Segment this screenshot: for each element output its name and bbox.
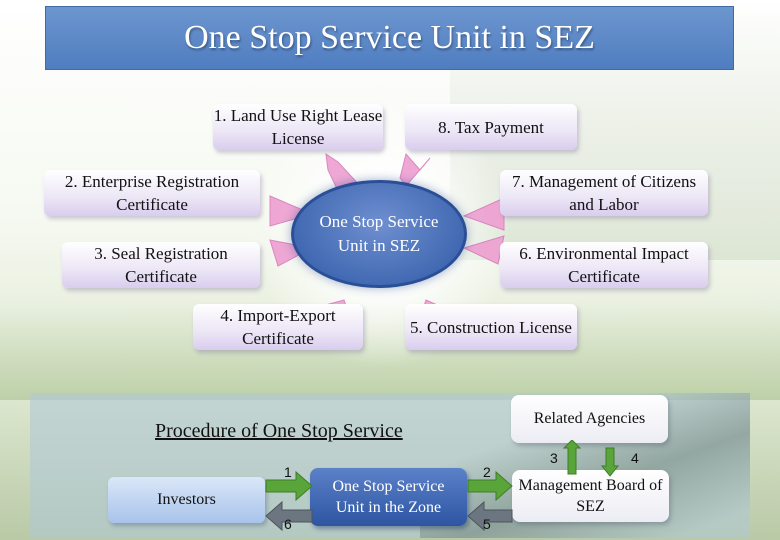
service-6-label: 6. Environmental Impact Certificate <box>519 244 689 286</box>
arrow-to-service-7 <box>462 197 505 231</box>
service-2-box: 2. Enterprise Registration Certificate <box>44 170 260 216</box>
center-label: One Stop Service Unit in SEZ <box>319 212 439 255</box>
step-5-label: 5 <box>483 516 491 532</box>
procedure-arrows <box>265 440 620 532</box>
service-5-label: 5. Construction License <box>410 317 572 337</box>
title-banner: One Stop Service Unit in SEZ <box>45 6 734 70</box>
related-agencies-label: Related Agencies <box>533 410 646 427</box>
step-3-label: 3 <box>550 450 558 466</box>
one-stop-unit-zone-label: One Stop Service Unit in the Zone <box>332 478 445 516</box>
service-7-box: 7. Management of Citizens and Labor <box>500 170 708 216</box>
arrow-step-6 <box>265 500 313 532</box>
arrow-step-1 <box>265 470 313 502</box>
arrow-to-service-8 <box>399 152 431 187</box>
arrow-step-5 <box>467 500 513 532</box>
related-agencies-box: Related Agencies <box>511 395 668 443</box>
service-8-box: 8. Tax Payment <box>405 104 577 150</box>
investors-box: Investors <box>108 477 265 523</box>
one-stop-unit-zone-box: One Stop Service Unit in the Zone <box>310 468 467 526</box>
service-1-label: 1. Land Use Right Lease License <box>213 106 383 148</box>
service-1-box: 1. Land Use Right Lease License <box>213 104 383 150</box>
service-7-label: 7. Management of Citizens and Labor <box>511 172 697 214</box>
management-board-box: Management Board of SEZ <box>512 470 669 522</box>
service-4-box: 4. Import-Export Certificate <box>193 304 363 350</box>
arrow-step-4 <box>600 447 620 477</box>
step-4-label: 4 <box>631 450 639 466</box>
investors-label: Investors <box>157 491 216 508</box>
arrow-to-service-2 <box>269 195 314 227</box>
management-board-label: Management Board of SEZ <box>518 477 663 515</box>
page-title: One Stop Service Unit in SEZ <box>184 19 595 56</box>
step-2-label: 2 <box>483 464 491 480</box>
procedure-title: Procedure of One Stop Service <box>155 420 403 442</box>
service-4-label: 4. Import-Export Certificate <box>220 306 336 348</box>
step-6-label: 6 <box>284 516 292 532</box>
service-2-label: 2. Enterprise Registration Certificate <box>64 172 240 214</box>
service-8-label: 8. Tax Payment <box>438 117 544 137</box>
arrow-step-2 <box>467 470 513 502</box>
service-5-box: 5. Construction License <box>405 304 577 350</box>
step-1-label: 1 <box>284 464 292 480</box>
arrow-to-service-6 <box>462 235 505 265</box>
service-3-label: 3. Seal Registration Certificate <box>94 244 228 286</box>
center-node: One Stop Service Unit in SEZ <box>291 180 467 288</box>
arrow-step-3 <box>562 440 582 475</box>
service-3-box: 3. Seal Registration Certificate <box>62 242 260 288</box>
service-6-box: 6. Environmental Impact Certificate <box>500 242 708 288</box>
